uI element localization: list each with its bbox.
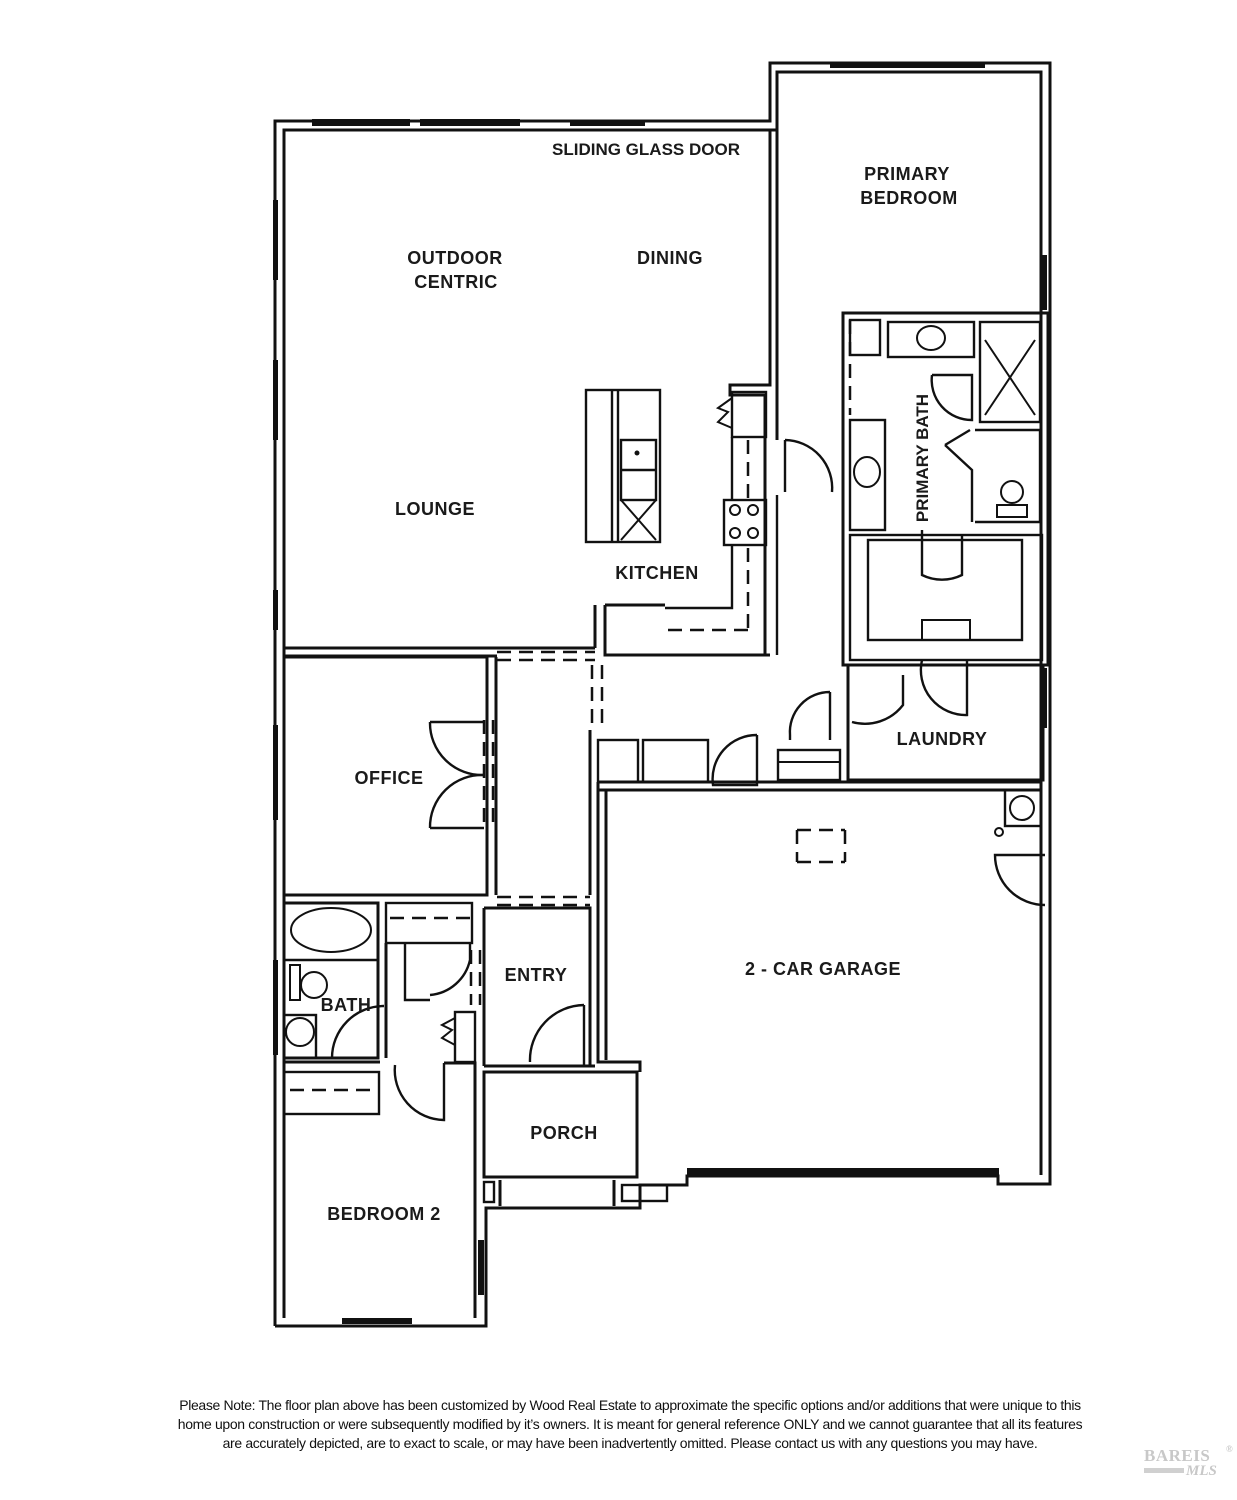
label-lounge: LOUNGE xyxy=(395,499,475,519)
label-primary-bedroom-line2: BEDROOM xyxy=(860,188,958,208)
label-dining: DINING xyxy=(637,248,703,268)
label-porch: PORCH xyxy=(530,1123,598,1143)
label-outdoor-centric-line2: CENTRIC xyxy=(414,272,498,292)
label-bath: BATH xyxy=(321,995,372,1015)
disclaimer-line: are accurately depicted, are to exact to… xyxy=(222,1435,1038,1451)
watermark-bar xyxy=(1144,1468,1184,1473)
exterior-walls xyxy=(273,61,1052,1328)
label-outdoor-centric-line1: OUTDOOR xyxy=(407,248,503,268)
label-garage: 2 - CAR GARAGE xyxy=(745,959,901,979)
label-kitchen: KITCHEN xyxy=(615,563,699,583)
label-bedroom-2: BEDROOM 2 xyxy=(327,1204,441,1224)
room-labels: SLIDING GLASS DOOR PRIMARY BEDROOM OUTDO… xyxy=(321,140,988,1224)
label-laundry: LAUNDRY xyxy=(897,729,988,749)
label-office: OFFICE xyxy=(355,768,424,788)
label-entry: ENTRY xyxy=(505,965,568,985)
label-sliding-glass-door: SLIDING GLASS DOOR xyxy=(552,140,740,159)
disclaimer-line: home upon construction or were subsequen… xyxy=(177,1416,1083,1432)
doors xyxy=(330,373,1046,1122)
disclaimer-note: Please Note: The floor plan above has be… xyxy=(95,1396,1165,1453)
mls-watermark-logo: BAREIS ® MLS xyxy=(1142,1444,1233,1486)
disclaimer-line: Please Note: The floor plan above has be… xyxy=(179,1397,1081,1413)
registered-mark-icon: ® xyxy=(1226,1444,1233,1454)
label-primary-bedroom-line1: PRIMARY xyxy=(864,164,950,184)
watermark-line1: BAREIS xyxy=(1144,1446,1211,1465)
watermark-line2: MLS xyxy=(1186,1463,1217,1479)
label-primary-bath: PRIMARY BATH xyxy=(913,394,932,522)
interior-walls xyxy=(282,130,1050,1318)
